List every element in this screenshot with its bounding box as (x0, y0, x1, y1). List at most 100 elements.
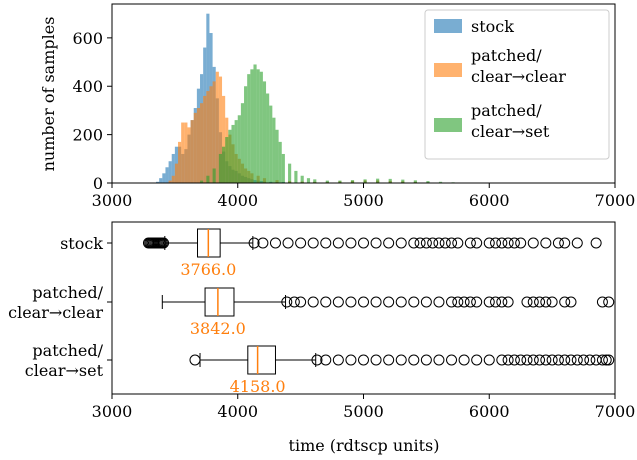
outlier-point (596, 296, 608, 308)
category-label-line-2: clear→set (25, 361, 104, 380)
outlier-point (571, 237, 583, 249)
histogram-bar (338, 180, 342, 183)
outlier-point (320, 296, 332, 308)
histogram-bar (203, 95, 207, 183)
outlier-point (408, 354, 420, 366)
outlier-point (427, 237, 439, 249)
outlier-point (552, 354, 564, 366)
histogram-bar (228, 129, 232, 183)
histogram-bar (247, 74, 251, 183)
histogram-y-axis-label: number of samples (39, 17, 58, 172)
histogram-bar (259, 71, 263, 183)
histogram-bar (190, 120, 194, 183)
histogram-bar (196, 108, 201, 183)
histogram-bar (174, 163, 179, 183)
outlier-point (559, 296, 571, 308)
histogram-bar (306, 178, 311, 183)
outlier-point (395, 237, 407, 249)
outlier-point (269, 237, 281, 249)
outlier-point (540, 354, 552, 366)
outlier-point (248, 237, 260, 249)
histogram-bar (266, 93, 270, 183)
outlier-point (496, 296, 508, 308)
x-tick-label: 3000 (92, 402, 133, 421)
histogram-bar (250, 69, 254, 183)
x-tick-label: 3000 (92, 191, 133, 210)
outlier-point (332, 296, 344, 308)
outlier-point (490, 296, 502, 308)
outlier-point (464, 296, 476, 308)
outlier-point (433, 296, 445, 308)
outlier-point (458, 354, 470, 366)
histogram-bar (269, 105, 273, 183)
box-stock: 3766.0 (142, 228, 602, 279)
outlier-point (158, 237, 170, 249)
x-tick-label: 6000 (469, 402, 510, 421)
outlier-point (565, 296, 577, 308)
histogram-legend: stock patched/ clear→clear patched/ clea… (424, 9, 610, 160)
outlier-point (257, 237, 269, 249)
category-label-line-1: patched/ (32, 341, 103, 360)
outlier-point (295, 237, 307, 249)
histogram-bar (294, 170, 298, 183)
histogram-bar (401, 179, 405, 183)
outlier-point (521, 296, 533, 308)
histogram-bar (313, 179, 317, 183)
outlier-point (596, 354, 608, 366)
iqr-box (204, 287, 235, 317)
iqr-box (247, 345, 276, 375)
outlier-point (458, 296, 470, 308)
outlier-point (578, 354, 590, 366)
histogram-bar (278, 141, 282, 183)
outlier-point (603, 354, 615, 366)
box-patched-clear-clear: 3842.0 (161, 287, 615, 338)
histogram-bar (206, 175, 210, 183)
outlier-point (483, 237, 495, 249)
histogram-bar (209, 86, 213, 183)
outlier-point (452, 296, 464, 308)
histogram-bar (171, 153, 175, 183)
outlier-point (446, 296, 458, 308)
outlier-point (527, 237, 539, 249)
outlier-point (288, 296, 300, 308)
x-tick-label: 5000 (343, 402, 384, 421)
outlier-point (571, 354, 583, 366)
outlier-point (433, 237, 445, 249)
outlier-point (600, 354, 612, 366)
histogram-bar (165, 167, 169, 183)
outlier-point (311, 354, 323, 366)
histogram-bar (281, 153, 285, 183)
histogram-bar (156, 181, 160, 183)
histogram-bar (388, 178, 392, 183)
outlier-point (496, 354, 508, 366)
y-tick-label: 0 (93, 174, 103, 193)
outlier-point (370, 296, 382, 308)
histogram-bar (212, 81, 216, 183)
histogram-bar (240, 103, 245, 183)
x-tick-label: 6000 (469, 191, 510, 210)
outlier-point (552, 237, 564, 249)
x-tick-label: 7000 (595, 191, 636, 210)
outlier-point (464, 237, 476, 249)
outlier-point (496, 237, 508, 249)
histogram-bar (363, 179, 367, 183)
outlier-point (345, 237, 357, 249)
outlier-point (345, 354, 357, 366)
outlier-point (446, 237, 458, 249)
histogram-bar (222, 95, 226, 183)
legend-swatch-patched-clear-set (434, 118, 462, 132)
outlier-point (508, 237, 520, 249)
outlier-point (502, 237, 514, 249)
histogram-bar (168, 161, 172, 183)
outlier-point (408, 237, 420, 249)
median-label: 3766.0 (180, 260, 236, 279)
outlier-point (420, 237, 432, 249)
outlier-point (395, 296, 407, 308)
outlier-point (584, 354, 596, 366)
histogram-bar (272, 117, 276, 183)
histogram-bar (262, 81, 267, 183)
